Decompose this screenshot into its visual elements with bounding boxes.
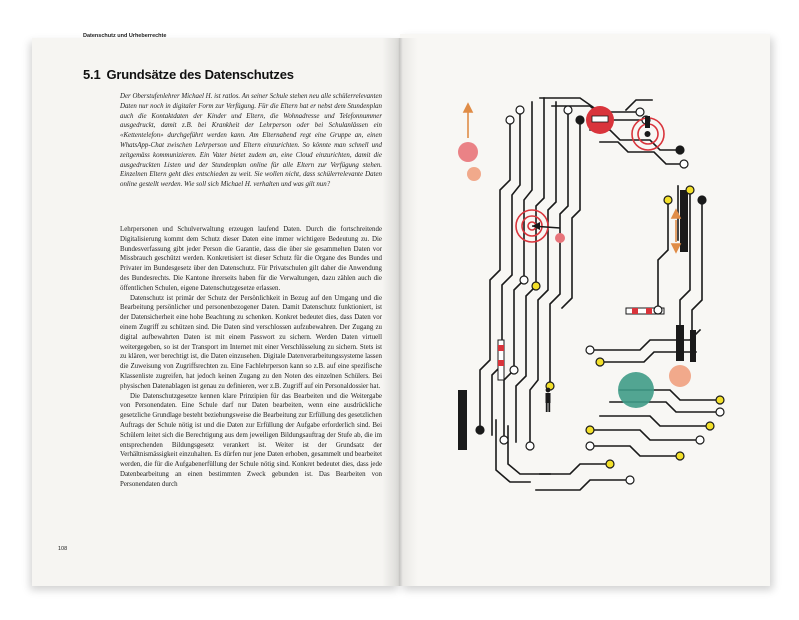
circuit-letter-d-illustration [458,97,725,491]
intro-case-text: Der Oberstufenlehrer Michael H. ist ratl… [120,93,382,189]
body-paragraph: Lehrpersonen und Schulverwaltung erzeuge… [120,226,382,292]
section-heading: Grundsätze des Datenschutzes [106,67,294,82]
right-page [400,34,770,586]
section-number: 5.1 [83,67,101,82]
body-paragraph: Datenschutz ist primär der Schutz der Pe… [120,294,382,390]
section-title: 5.1 Grundsätze des Datenschutzes [83,67,294,82]
body-text: Lehrpersonen und Schulverwaltung erzeuge… [120,225,382,490]
book-spread [30,28,770,586]
body-paragraph: Die Datenschutzgesetze kennen klare Prin… [120,392,382,488]
barrier-strips [497,307,665,381]
running-head: Datenschutz und Urheberrechte [83,33,167,39]
left-page [32,38,400,586]
person-figure [545,387,551,412]
page-number: 108 [58,546,68,552]
